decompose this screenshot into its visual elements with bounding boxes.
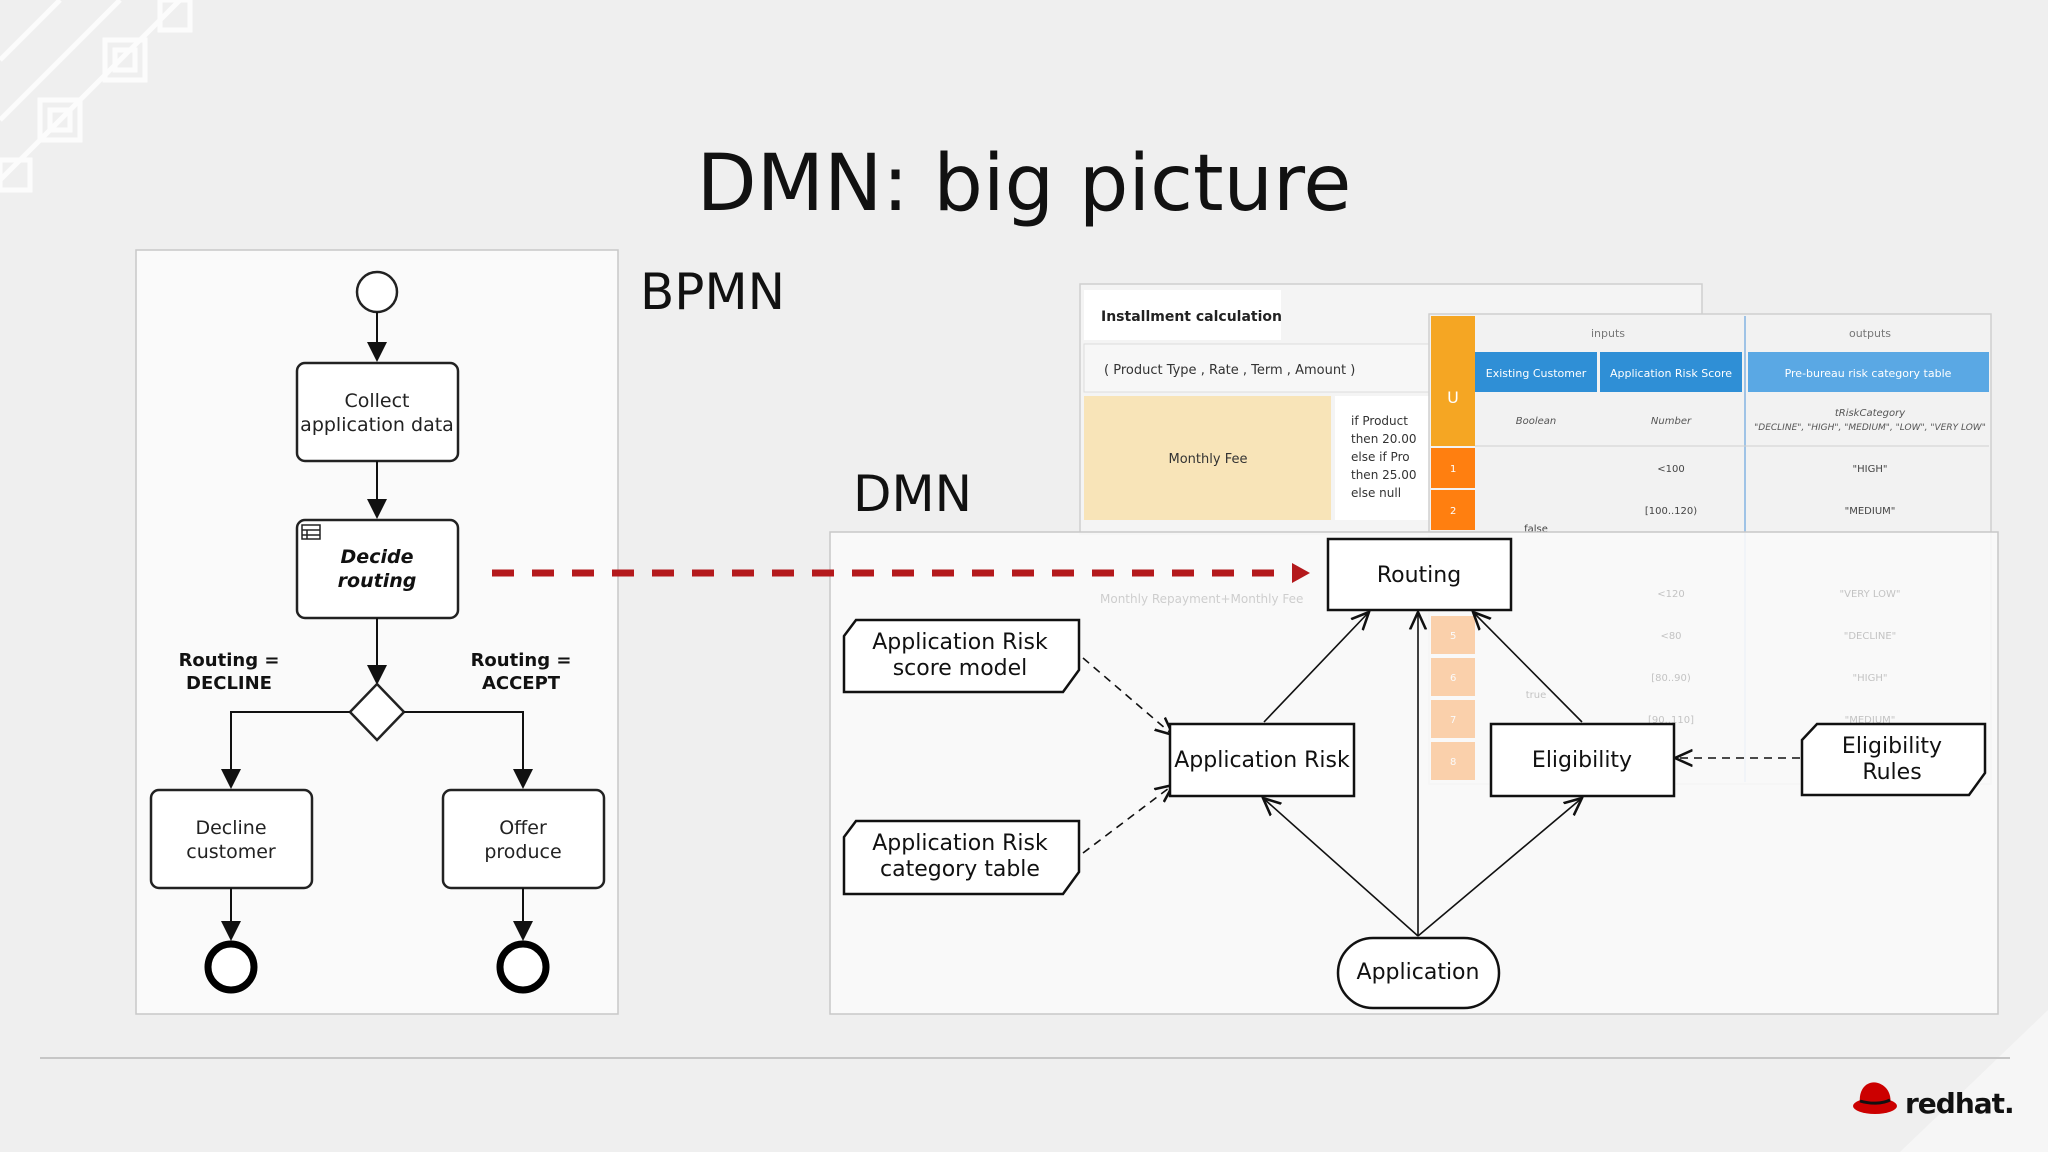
collect-task[interactable] — [295, 361, 460, 463]
score-7: [90..110] — [1648, 715, 1694, 726]
eligibility-rules-bkm[interactable] — [1800, 722, 1987, 797]
risk-category-table-bkm[interactable] — [842, 819, 1081, 896]
risk-category-table-label-1: Application Risk — [872, 831, 1048, 856]
row-number-8: 8 — [1450, 757, 1456, 768]
decline-condition-2: DECLINE — [186, 673, 272, 694]
eligibility-rules-label-2: Rules — [1862, 760, 1921, 785]
inputs-header: inputs — [1591, 327, 1625, 340]
bpmn-panel: Collect application data Decide routing … — [135, 249, 619, 1015]
accept-condition-2: ACCEPT — [482, 673, 561, 694]
shadowman-hat-icon — [1853, 1082, 1897, 1114]
drd-nodes: Routing Application Risk Eligibility App… — [842, 537, 1987, 1010]
risk-score-model-bkm[interactable] — [842, 618, 1081, 694]
application-risk-decision[interactable] — [1168, 722, 1356, 798]
risk-score-model-label-2: score model — [893, 656, 1028, 681]
existing-false: false — [1524, 524, 1548, 535]
routing-decision[interactable] — [1326, 537, 1513, 612]
end-event-decline — [204, 940, 258, 994]
type-number: Number — [1651, 416, 1692, 427]
row-number-5: 5 — [1450, 631, 1456, 642]
end-event-offer — [496, 940, 550, 994]
redhat-logo: redhat. — [1853, 1082, 2015, 1120]
score-5: <80 — [1660, 631, 1681, 642]
fee-code-3: else if Pro — [1351, 450, 1410, 464]
row-number-1: 1 — [1450, 464, 1456, 475]
col-risk-score: Application Risk Score — [1610, 367, 1732, 380]
row-number-2: 2 — [1450, 506, 1456, 517]
decide-routing-task[interactable] — [295, 518, 460, 620]
output-4: "VERY LOW" — [1840, 589, 1901, 600]
score-2: [100..120) — [1645, 506, 1697, 517]
col-risk-category: Pre-bureau risk category table — [1785, 367, 1952, 380]
score-3: <120 — [1657, 589, 1684, 600]
application-input[interactable] — [1336, 936, 1501, 1010]
risk-category-table-label-2: category table — [880, 857, 1040, 882]
routing-decision-label: Routing — [1377, 563, 1461, 588]
output-2: "MEDIUM" — [1845, 506, 1896, 517]
corner-pattern — [0, 0, 193, 193]
drd-connectors — [1082, 612, 1800, 937]
slide-title: DMN: big picture — [697, 139, 1352, 229]
type-boolean: Boolean — [1516, 416, 1557, 427]
row-number-7: 7 — [1450, 715, 1456, 726]
hit-policy: U — [1447, 388, 1459, 407]
start-event — [355, 270, 399, 314]
offer-task-label-2: produce — [484, 841, 561, 863]
col-existing-customer: Existing Customer — [1486, 367, 1587, 380]
decide-routing-label-1: Decide — [341, 546, 414, 568]
collect-task-label-2: application data — [300, 414, 454, 436]
corner-stripe — [1900, 1010, 2048, 1152]
type-category-values: "DECLINE", "HIGH", "MEDIUM", "LOW", "VER… — [1754, 423, 1986, 433]
score-1: <100 — [1657, 464, 1684, 475]
bpmn-label: BPMN — [640, 263, 785, 321]
installment-params: ( Product Type , Rate , Term , Amount ) — [1104, 363, 1355, 378]
offer-task[interactable] — [441, 788, 606, 890]
faded-table-content: Monthly Repayment+Monthly Fee 5 6 7 8 <1… — [1100, 589, 1900, 780]
application-input-label: Application — [1357, 960, 1480, 985]
output-1: "HIGH" — [1853, 464, 1888, 475]
output-7: "MEDIUM" — [1845, 715, 1896, 726]
redhat-logo-text: redhat. — [1905, 1087, 2014, 1120]
fee-code-4: then 25.00 — [1351, 468, 1416, 482]
row-number-6: 6 — [1450, 673, 1456, 684]
faded-expression: Monthly Repayment+Monthly Fee — [1100, 592, 1303, 606]
application-risk-label: Application Risk — [1174, 748, 1350, 773]
eligibility-rules-label-1: Eligibility — [1842, 734, 1942, 759]
output-6: "HIGH" — [1853, 673, 1888, 684]
score-6: [80..90) — [1651, 673, 1691, 684]
monthly-fee-label: Monthly Fee — [1169, 452, 1248, 467]
decline-task-label-2: customer — [186, 841, 276, 863]
decline-task[interactable] — [149, 788, 314, 890]
dmn-label: DMN — [853, 465, 972, 523]
offer-task-label-1: Offer — [499, 817, 547, 839]
eligibility-label: Eligibility — [1532, 748, 1632, 773]
fee-code-2: then 20.00 — [1351, 432, 1416, 446]
decline-task-label-1: Decline — [195, 817, 266, 839]
fee-code-1: if Product — [1351, 414, 1408, 428]
outputs-header: outputs — [1849, 327, 1891, 340]
eligibility-decision[interactable] — [1489, 722, 1676, 798]
decide-routing-label-2: routing — [338, 570, 417, 592]
type-category: tRiskCategory — [1835, 408, 1906, 419]
bpmn-to-dmn-link — [492, 563, 1310, 583]
existing-true: true — [1526, 690, 1547, 701]
fee-code-5: else null — [1351, 486, 1401, 500]
risk-score-model-label-1: Application Risk — [872, 630, 1048, 655]
output-5: "DECLINE" — [1844, 631, 1897, 642]
decline-condition-1: Routing = — [179, 650, 280, 671]
accept-condition-1: Routing = — [471, 650, 572, 671]
collect-task-label-1: Collect — [344, 390, 409, 412]
business-rule-icon — [301, 524, 321, 540]
xor-gateway — [348, 682, 406, 742]
installment-title: Installment calculation — [1101, 309, 1282, 325]
